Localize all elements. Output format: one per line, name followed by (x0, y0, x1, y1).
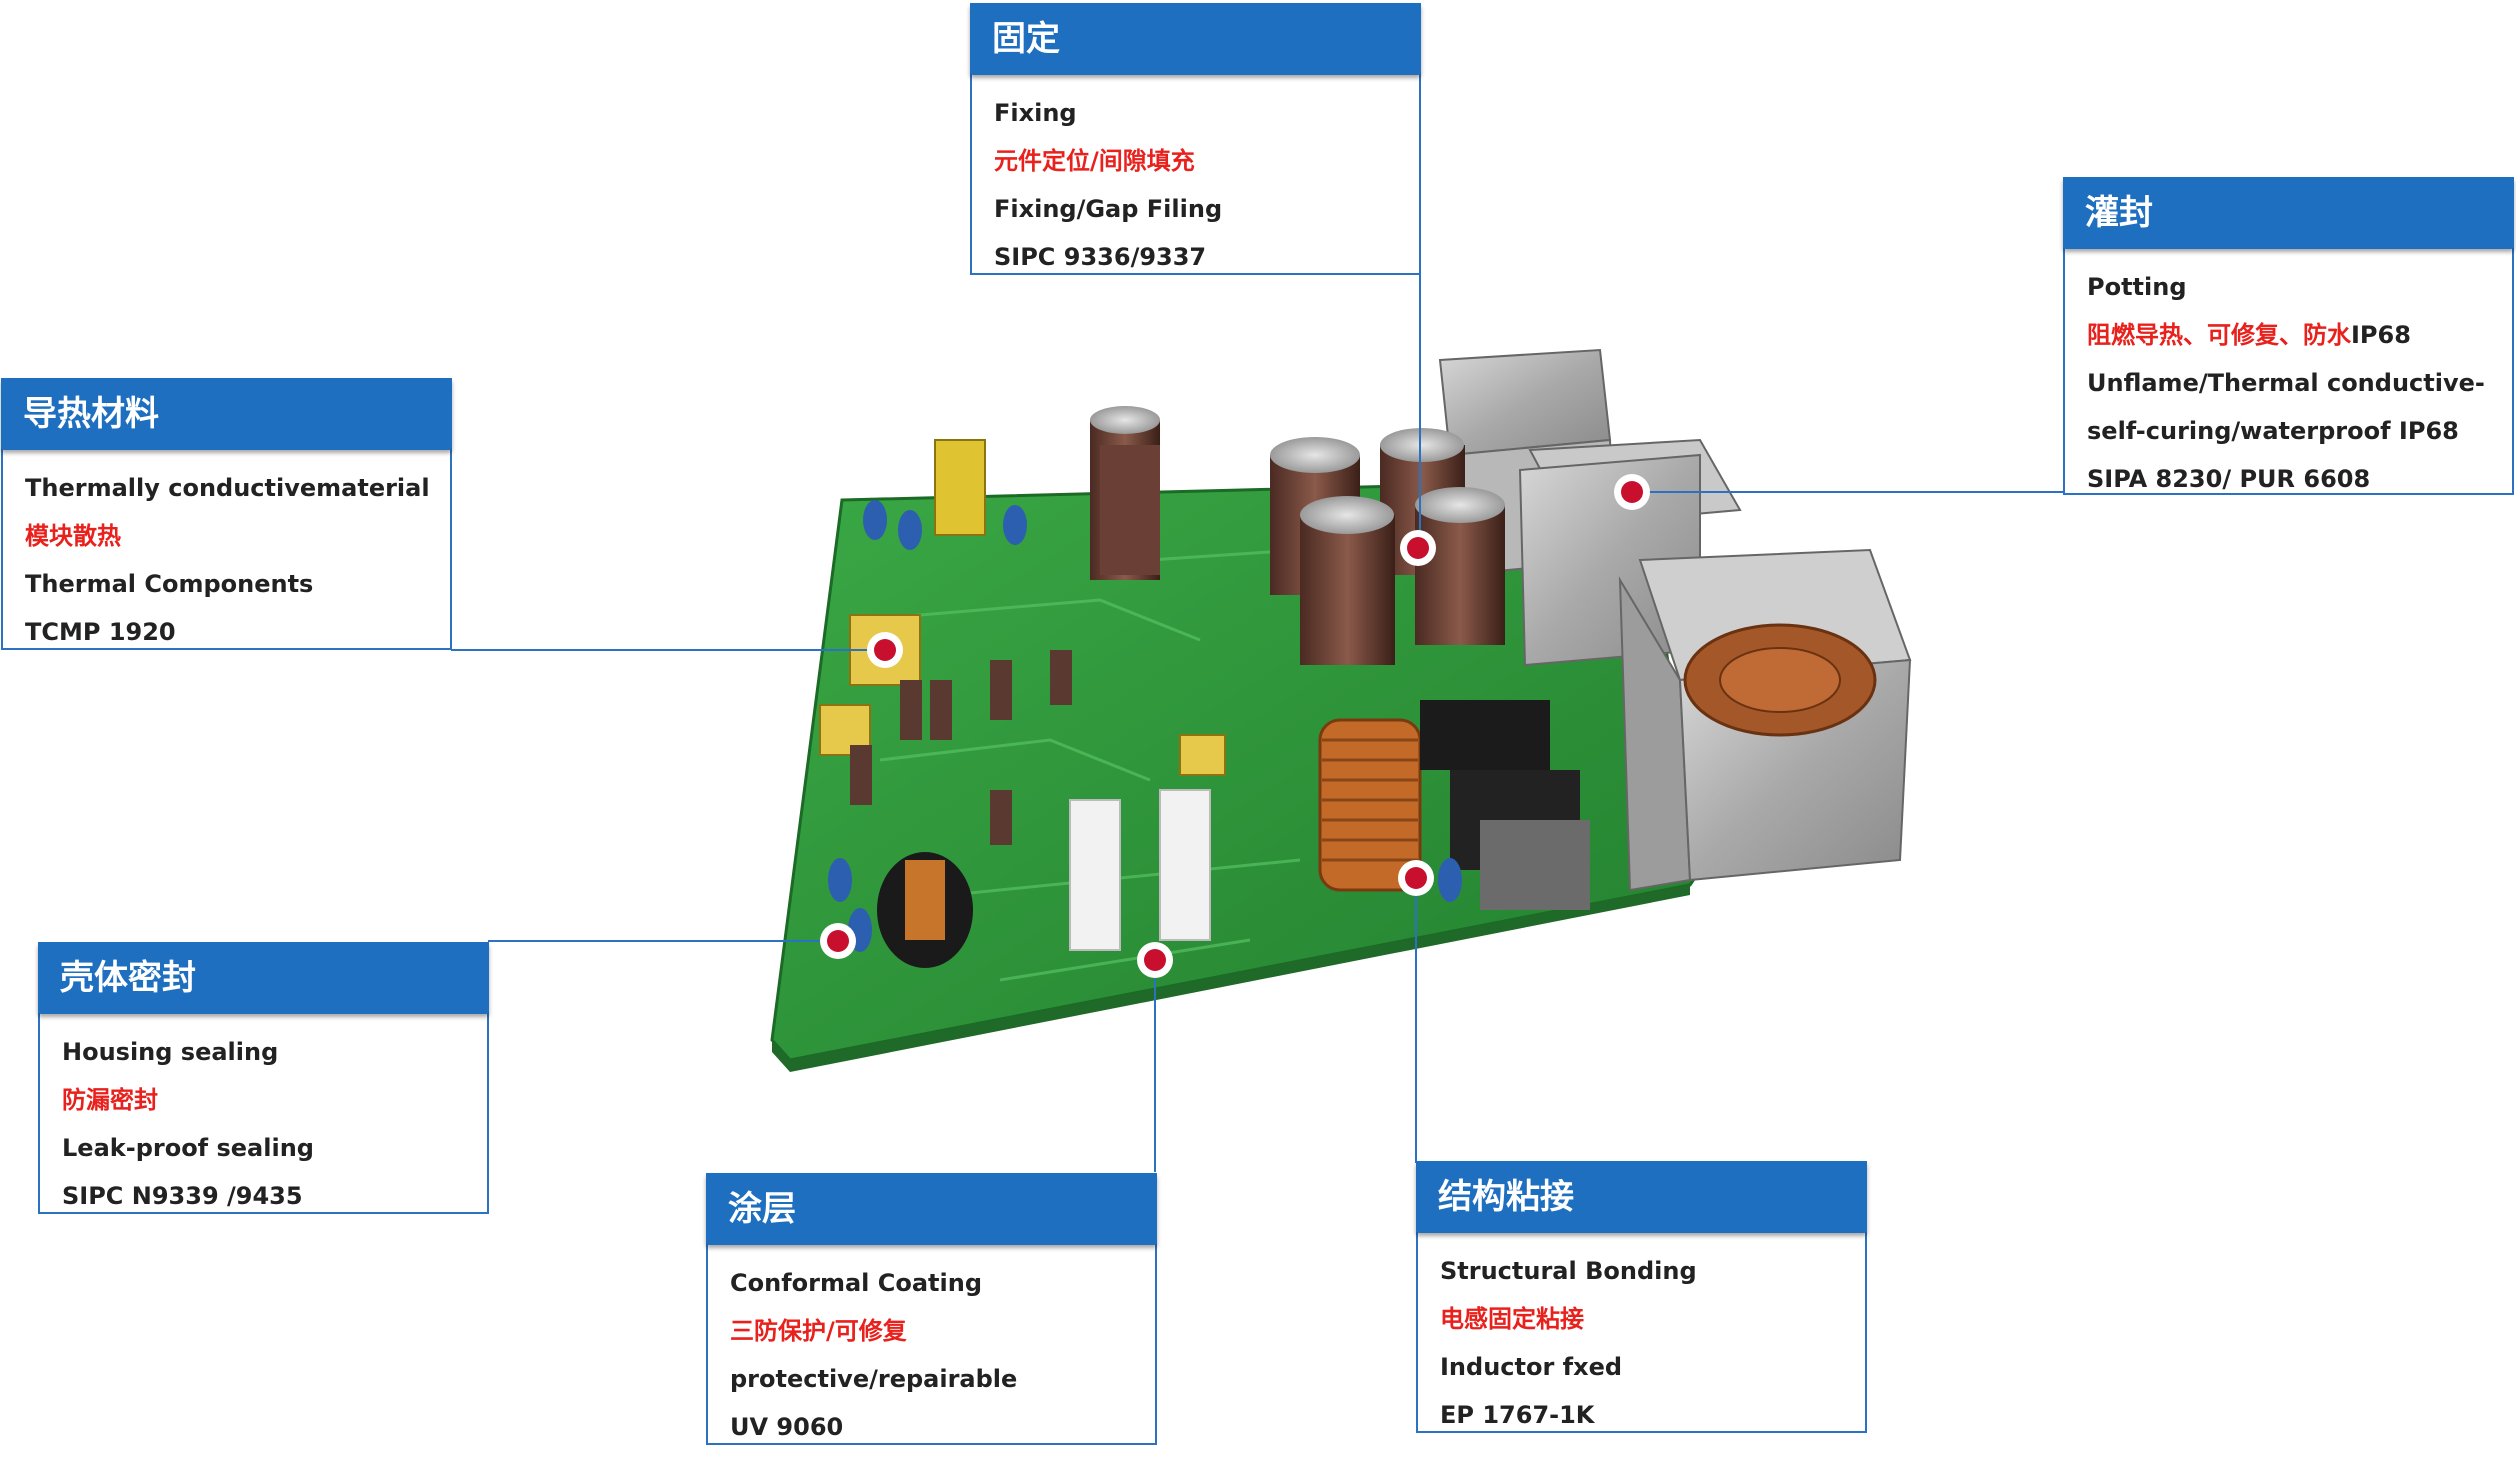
card-housing-line3: Leak-proof sealing (62, 1134, 314, 1162)
card-housing-line1: Housing sealing (62, 1038, 279, 1066)
relay-2 (1159, 789, 1211, 941)
card-bonding-line1: Structural Bonding (1440, 1257, 1697, 1285)
card-coating-line2: 三防保护/可修复 (730, 1317, 907, 1345)
card-thermal-title: 导热材料 (1, 378, 452, 450)
marker-thermal (867, 632, 903, 668)
card-housing-line4: SIPC N9339 /9435 (62, 1182, 303, 1210)
card-bonding-line4: EP 1767-1K (1440, 1401, 1595, 1429)
connector-lines (451, 272, 2063, 1172)
card-bonding: 结构粘接 Structural Bonding 电感固定粘接 Inductor … (1416, 1161, 1867, 1433)
card-potting-line2-red: 阻燃导热、可修复、防水 (2087, 321, 2351, 349)
card-potting-line2-black: IP68 (2351, 321, 2411, 349)
card-potting-line2: 阻燃导热、可修复、防水IP68 (2087, 311, 2512, 359)
card-bonding-title: 结构粘接 (1416, 1161, 1867, 1233)
marker-housing (820, 923, 856, 959)
card-bonding-line2: 电感固定粘接 (1440, 1305, 1584, 1333)
card-housing: 壳体密封 Housing sealing 防漏密封 Leak-proof sea… (38, 942, 489, 1214)
marker-potting (1614, 474, 1650, 510)
card-potting-line5: SIPA 8230/ PUR 6608 (2087, 465, 2371, 493)
marker-dots (820, 474, 1650, 978)
card-coating-line3: protective/repairable (730, 1365, 1018, 1393)
card-potting-line4: self-curing/waterproof IP68 (2087, 417, 2459, 445)
metal-housing (1618, 548, 1912, 892)
card-fixing-line4: SIPC 9336/9337 (994, 243, 1207, 271)
card-coating-title: 涂层 (706, 1173, 1157, 1245)
marker-bonding (1398, 860, 1434, 896)
card-housing-line2: 防漏密封 (62, 1086, 158, 1114)
marker-coating (1137, 942, 1173, 978)
card-coating: 涂层 Conformal Coating 三防保护/可修复 protective… (706, 1173, 1157, 1445)
card-fixing-line2: 元件定位/间隙填充 (994, 147, 1195, 175)
card-fixing-line3: Fixing/Gap Filing (994, 195, 1223, 223)
pcb-edge (772, 885, 1690, 1072)
card-fixing: 固定 Fixing 元件定位/间隙填充 Fixing/Gap Filing SI… (970, 3, 1421, 275)
card-coating-line4: UV 9060 (730, 1413, 844, 1441)
card-potting-title: 灌封 (2063, 177, 2514, 249)
marker-fixing (1400, 530, 1436, 566)
capacitor-group (1090, 406, 1505, 665)
card-housing-title: 壳体密封 (38, 942, 489, 1014)
card-thermal-line1: Thermally conductivematerial (25, 474, 430, 502)
card-potting-line1: Potting (2087, 273, 2187, 301)
card-coating-line1: Conformal Coating (730, 1269, 982, 1297)
card-thermal-line3: Thermal Components (25, 570, 314, 598)
card-fixing-title: 固定 (970, 3, 1421, 75)
card-thermal: 导热材料 Thermally conductivematerial 模块散热 T… (1, 378, 452, 650)
relay-1 (1069, 799, 1121, 951)
card-fixing-line1: Fixing (994, 99, 1077, 127)
card-potting: 灌封 Potting 阻燃导热、可修复、防水IP68 Unflame/Therm… (2063, 177, 2514, 495)
card-thermal-line2: 模块散热 (25, 522, 121, 550)
card-potting-line3: Unflame/Thermal conductive- (2087, 369, 2485, 397)
relay-block (1420, 700, 1550, 770)
coil-group (877, 439, 1422, 968)
card-bonding-line3: Inductor fxed (1440, 1353, 1623, 1381)
card-thermal-line4: TCMP 1920 (25, 618, 176, 646)
